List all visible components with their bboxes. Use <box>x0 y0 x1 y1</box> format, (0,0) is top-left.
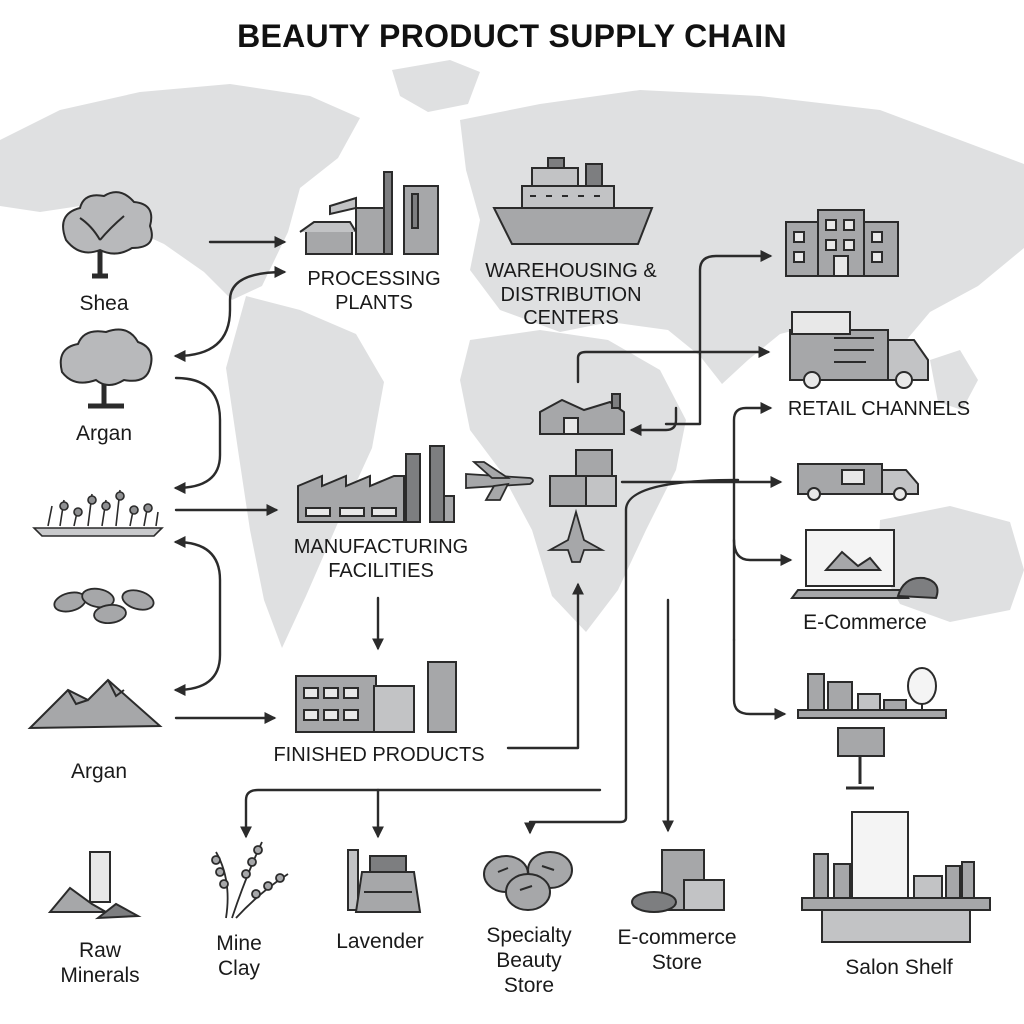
box-stack-icon <box>549 449 617 507</box>
arrow-seeds-loop <box>173 536 222 696</box>
airplane-icon-2 <box>546 508 606 563</box>
warehouse-icon <box>539 393 625 435</box>
flow-arrows <box>173 236 793 839</box>
arrow-argan-processing-link <box>173 266 287 362</box>
arrow-retail-back <box>629 406 678 436</box>
channel-label-retail: RETAIL CHANNELS <box>787 398 971 420</box>
mountains-icon <box>27 678 163 730</box>
lavender-sprig-icon <box>211 841 289 919</box>
arrow-argan-down <box>173 376 222 494</box>
salon-shelf-icon <box>801 811 991 943</box>
airplane-icon <box>465 461 534 501</box>
lavender-field-icon <box>32 489 164 537</box>
delivery-truck-icon <box>789 311 929 389</box>
van-icon <box>797 463 919 501</box>
stage-label-manufacturing: MANUFACTURING FACILITIES <box>293 536 469 582</box>
destination-label-mine-clay: Mine Clay <box>216 932 262 980</box>
arrow-warehouse-to-offices <box>664 250 773 426</box>
diagram-title: BEAUTY PRODUCT SUPPLY CHAIN <box>237 18 787 54</box>
office-building-icon <box>785 209 899 277</box>
destination-label-lavender: Lavender <box>336 930 424 953</box>
destination-label-raw-minerals: Raw Minerals <box>60 939 140 987</box>
soap-bars-icon <box>483 851 573 911</box>
destination-label-salon-shelf: Salon Shelf <box>845 956 953 979</box>
arrow-warehouse-to-truck <box>576 346 771 384</box>
factory-icon <box>297 445 455 523</box>
source-label-argan-mountains: Argan <box>70 760 128 783</box>
source-label-shea: Shea <box>79 292 129 315</box>
argan-tree-icon <box>59 328 153 409</box>
arrow-to-vanity <box>732 638 787 720</box>
processing-plant-icon <box>299 171 439 255</box>
cosmetic-jars-icon <box>631 849 725 913</box>
finished-products-building-icon <box>295 661 457 733</box>
stage-label-warehousing: WAREHOUSING & DISTRIBUTION CENTERS <box>485 260 657 330</box>
destination-label-ecommerce-store: E-commerce Store <box>617 926 737 974</box>
destination-label-specialty-store: Specialty Beauty Store <box>486 924 572 997</box>
arrow-to-clay <box>240 788 602 839</box>
raw-minerals-icon <box>47 851 142 920</box>
arrow-specialty-route <box>524 478 740 835</box>
stage-label-processing: PROCESSING PLANTS <box>307 268 441 314</box>
shea-tree-icon <box>62 191 153 279</box>
vanity-icon <box>797 667 947 790</box>
cargo-ship-icon <box>492 157 654 245</box>
stage-label-finished: FINISHED PRODUCTS <box>273 744 485 766</box>
lavender-jar-icon <box>347 849 422 913</box>
seeds-icon <box>53 587 155 625</box>
channel-label-ecommerce: E-Commerce <box>803 611 927 634</box>
arrow-to-laptop <box>732 538 793 566</box>
arrow-retail-branch <box>732 402 773 642</box>
source-label-argan: Argan <box>75 422 133 445</box>
arrow-finished-up <box>506 582 584 750</box>
laptop-icon <box>790 529 939 600</box>
